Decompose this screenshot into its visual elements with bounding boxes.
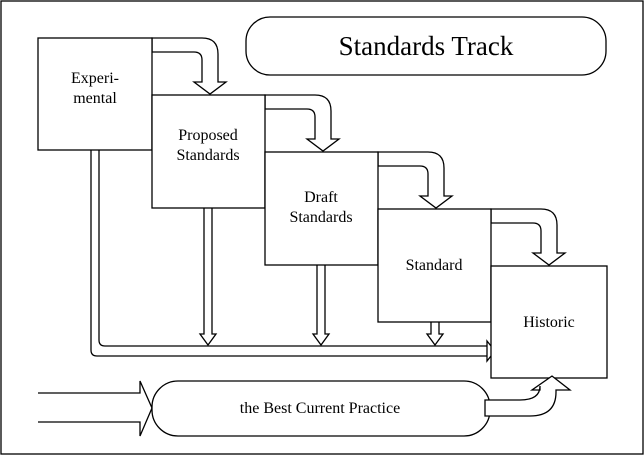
page-title: Standards Track <box>339 31 514 61</box>
title-banner <box>245 16 607 76</box>
bcp-label: the Best Current Practice <box>240 400 400 417</box>
experimental-label-2: mental <box>73 90 117 107</box>
historic-box <box>490 265 608 379</box>
proposed-label-2: Standards <box>176 147 239 164</box>
proposed-label-1: Proposed <box>178 127 238 144</box>
vertical-arrows-to-historic <box>90 150 496 363</box>
draft-label-1: Draft <box>304 189 338 206</box>
progression-arrows <box>151 37 567 266</box>
draft-standards-box <box>264 151 379 266</box>
proposed-standards-box <box>151 94 266 209</box>
standard-label: Standard <box>406 257 463 274</box>
experimental-label-1: Experi- <box>71 70 119 87</box>
bcp-to-historic-arrow <box>484 375 572 417</box>
historic-label: Historic <box>523 314 575 331</box>
experimental-box <box>37 37 153 151</box>
draft-label-2: Standards <box>289 209 352 226</box>
